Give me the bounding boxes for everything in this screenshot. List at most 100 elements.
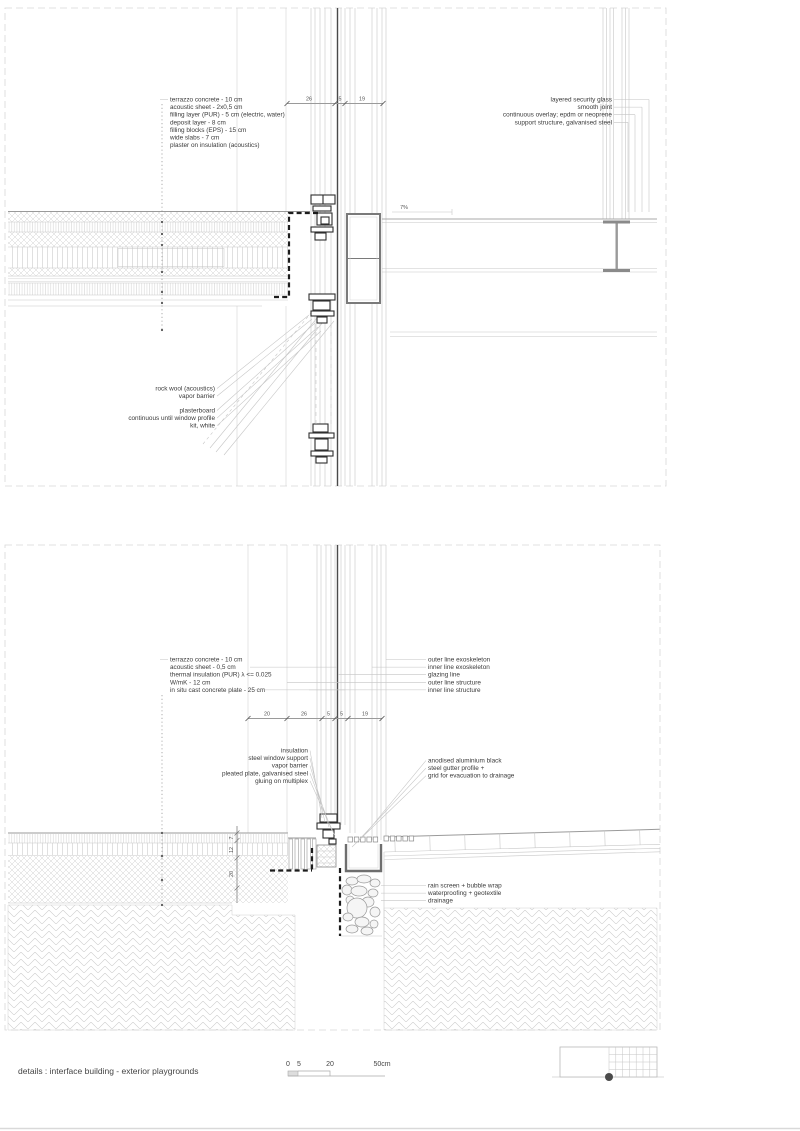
drainage-rubble: [341, 874, 381, 936]
steel-box-column: [346, 213, 381, 304]
ibeam-top-flange: [603, 220, 630, 224]
annotation-glass-top: layered security glass smooth joint cont…: [503, 97, 650, 212]
dim-label: 26: [306, 97, 312, 103]
slope-mark: 7%: [392, 205, 453, 215]
dimension-chain-bottom: 20 26 5 5 19: [245, 712, 385, 722]
frame-head-lower: [308, 423, 335, 464]
annotation-line: thermal insulation (PUR) λ <= 0.025: [170, 672, 272, 679]
annotation-line: smooth joint: [578, 104, 613, 111]
walkway-structure: [382, 218, 657, 337]
annotation-floor-layers-top: terrazzo concrete - 10 cm acoustic sheet…: [160, 97, 285, 332]
annotation-line: insulation: [281, 748, 308, 755]
annotation-gutter: anodised aluminium black steel gutter pr…: [351, 758, 515, 848]
annotation-line: plasterboard: [179, 408, 215, 415]
annotation-line: filling blocks (EPS) - 15 cm: [170, 127, 246, 134]
annotation-line: steel window support: [248, 755, 308, 762]
slope-label: 7%: [400, 205, 408, 211]
scale-label: 50cm: [373, 1061, 390, 1068]
scale-label: 20: [326, 1061, 334, 1068]
annotation-line: support structure, galvanised steel: [515, 119, 612, 126]
annotation-line: continuous overlay; epdm or neoprene: [503, 112, 613, 119]
window-frame-profiles: [308, 194, 336, 464]
annotation-line: anodised aluminium black: [428, 758, 502, 765]
annotation-sill: insulation steel window support vapor ba…: [222, 748, 336, 837]
annotation-line: gluing on multiplex: [255, 778, 309, 785]
annotation-line: glazing line: [428, 672, 460, 679]
ground-hatch-left: [7, 904, 296, 1031]
evacuation-grid: [347, 835, 415, 843]
frame-head-upper: [310, 194, 336, 241]
structure-lines: [247, 545, 387, 840]
annotation-line: plaster on insulation (acoustics): [170, 142, 260, 149]
annotation-line: pleated plate, galvanised steel: [222, 770, 308, 777]
location-marker-dot: [605, 1073, 613, 1081]
annotation-line: filling layer (PUR) - 5 cm (electric, wa…: [170, 112, 285, 119]
vertical-dimension: 7 12 20: [229, 826, 240, 903]
annotation-floor-layers-bottom: terrazzo concrete - 10 cm acoustic sheet…: [160, 657, 345, 907]
dim-label: 19: [359, 97, 365, 103]
dim-label: 7: [229, 837, 235, 840]
annotation-line: grid for evacuation to drainage: [428, 773, 515, 780]
ibeam-web: [615, 223, 618, 269]
detail-bottom-window-sill-section: 20 26 5 5 19 7 12 20 terrazzo concrete -…: [4, 544, 661, 1031]
dimension-chain-top: 26 5 19: [284, 97, 386, 107]
window-frame-profiles: [316, 813, 341, 845]
sloped-ceiling-lines: [202, 307, 335, 456]
annotation-line: wide slabs - 7 cm: [169, 135, 219, 142]
frame-sill: [308, 293, 336, 324]
dim-label: 26: [301, 712, 307, 718]
ibeam-bottom-flange: [603, 269, 630, 272]
insulation-boundary: [270, 848, 342, 936]
annotation-line: vapor barrier: [179, 393, 216, 400]
annotation-ceiling-top: rock wool (acoustics) vapor barrier plas…: [128, 314, 322, 430]
annotation-reference-lines: outer line exoskeleton inner line exoske…: [248, 657, 491, 694]
annotation-line: acoustic sheet - 0,5 cm: [170, 664, 236, 671]
annotation-line: steel gutter profile +: [428, 765, 485, 772]
floor-buildup: [8, 211, 310, 307]
annotation-line: rock wool (acoustics): [155, 386, 215, 393]
scale-label: 0: [286, 1061, 290, 1068]
terrace-pavers: [383, 828, 661, 860]
annotation-line: layered security glass: [551, 97, 612, 104]
detail-top-cut-border: [4, 7, 667, 487]
annotation-line: rain screen + bubble wrap: [428, 883, 502, 890]
scale-label: 5: [297, 1061, 301, 1068]
dim-label: 5: [327, 712, 330, 718]
sheet-title: details : interface building - exterior …: [18, 1066, 199, 1076]
annotation-line: drainage: [428, 898, 453, 905]
detail-bottom-cut-border: [4, 544, 661, 1031]
dim-label: 12: [229, 847, 235, 853]
annotation-line: W/mK - 12 cm: [170, 679, 210, 686]
annotation-line: continuous until window profile: [128, 415, 215, 422]
annotation-line: kit, white: [190, 423, 215, 430]
security-glass-lines: [602, 8, 630, 219]
footer: details : interface building - exterior …: [18, 1046, 664, 1081]
annotation-drainage: rain screen + bubble wrap waterproofing …: [381, 883, 502, 905]
annotation-line: outer line exoskeleton: [428, 657, 491, 664]
dim-label: 19: [362, 712, 368, 718]
annotation-line: vapor barrier: [272, 763, 309, 770]
dim-label: 20: [229, 871, 235, 877]
annotation-line: deposit layer - 8 cm: [170, 119, 226, 126]
window-support: [288, 837, 337, 870]
ground-hatch-right: [383, 907, 658, 1031]
pleated-plate: [316, 844, 337, 868]
annotation-line: inner line structure: [428, 687, 481, 694]
dim-label: 20: [264, 712, 270, 718]
dim-label: 5: [339, 97, 342, 103]
annotation-line: terrazzo concrete - 10 cm: [170, 97, 242, 104]
annotation-line: waterproofing + geotextile: [427, 890, 502, 897]
scale-bar: 0 5 20 50cm: [286, 1061, 391, 1077]
key-plan: [552, 1046, 664, 1081]
detail-top-window-head-section: 7%: [4, 7, 667, 487]
gutter-assembly: [344, 835, 415, 873]
annotation-line: acoustic sheet - 2x0,5 cm: [170, 104, 242, 111]
annotation-line: outer line structure: [428, 679, 481, 686]
dim-label: 5: [340, 712, 343, 718]
floor-buildup: [7, 832, 296, 1031]
steel-gutter-profile: [344, 844, 383, 873]
annotation-line: inner line exoskeleton: [428, 664, 490, 671]
annotation-line: in situ cast concrete plate - 25 cm: [170, 687, 265, 694]
